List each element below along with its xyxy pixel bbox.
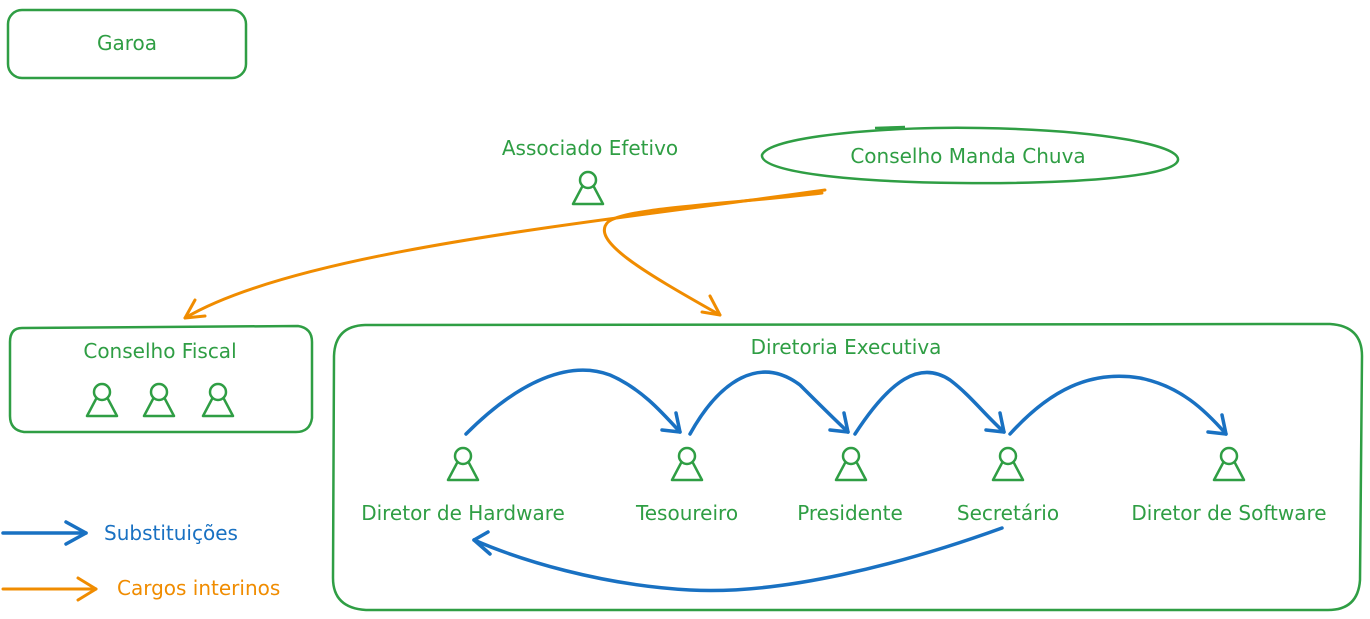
substitution-arc-tesoureiro-presidente (688, 370, 850, 436)
interim-arrowhead-diretoria (700, 294, 722, 317)
conselho-manda-chuva-ellipse (760, 126, 1180, 185)
substitution-arc-presidente-secretario (853, 370, 1006, 436)
role-label-diretor-hardware: Diretor de Hardware (361, 501, 565, 525)
substitution-arc-secretario-software (1008, 374, 1228, 436)
diretoria-executiva-box (331, 322, 1364, 612)
conselho-manda-chuva-label: Conselho Manda Chuva (850, 144, 1085, 168)
fiscal-person-1-icon (85, 382, 119, 418)
substitution-arrowhead-4 (1206, 413, 1228, 436)
secretario-person-icon (991, 446, 1025, 482)
diretor-hardware-person-icon (446, 446, 480, 482)
substitution-arrowhead-1 (660, 411, 682, 434)
tesoureiro-person-icon (670, 446, 704, 482)
role-label-diretor-software: Diretor de Software (1131, 501, 1326, 525)
role-label-secretario: Secretário (957, 501, 1059, 525)
substitution-arc-secretario-hardware (472, 526, 1004, 593)
fiscal-person-2-icon (142, 382, 176, 418)
substitution-arrowhead-2 (828, 411, 850, 434)
title-box (6, 8, 248, 80)
conselho-fiscal-label: Conselho Fiscal (83, 339, 236, 363)
associado-label: Associado Efetivo (502, 136, 678, 160)
legend-orange-arrowhead (76, 576, 98, 602)
diretoria-executiva-label: Diretoria Executiva (751, 335, 942, 359)
conselho-fiscal-box (8, 324, 314, 434)
diretor-software-person-icon (1212, 446, 1246, 482)
title-label: Garoa (97, 31, 157, 55)
substitution-arrowhead-5 (472, 530, 492, 556)
substitution-arc-hardware-tesoureiro (464, 368, 682, 436)
interim-arrow-to-fiscal (183, 188, 827, 320)
legend-blue-arrowhead (64, 520, 88, 546)
role-label-tesoureiro: Tesoureiro (635, 501, 738, 525)
legend-cargos-interinos-label: Cargos interinos (117, 576, 280, 600)
interim-arrowhead-fiscal (183, 298, 207, 320)
presidente-person-icon (834, 446, 868, 482)
interim-arrow-to-diretoria (602, 191, 824, 317)
associado-person-icon (571, 170, 605, 206)
substitution-arrowhead-3 (984, 411, 1006, 434)
legend-substituicoes-label: Substituições (104, 521, 238, 545)
fiscal-person-3-icon (201, 382, 235, 418)
role-label-presidente: Presidente (797, 501, 903, 525)
ellipse-sketch-mark (874, 125, 906, 130)
